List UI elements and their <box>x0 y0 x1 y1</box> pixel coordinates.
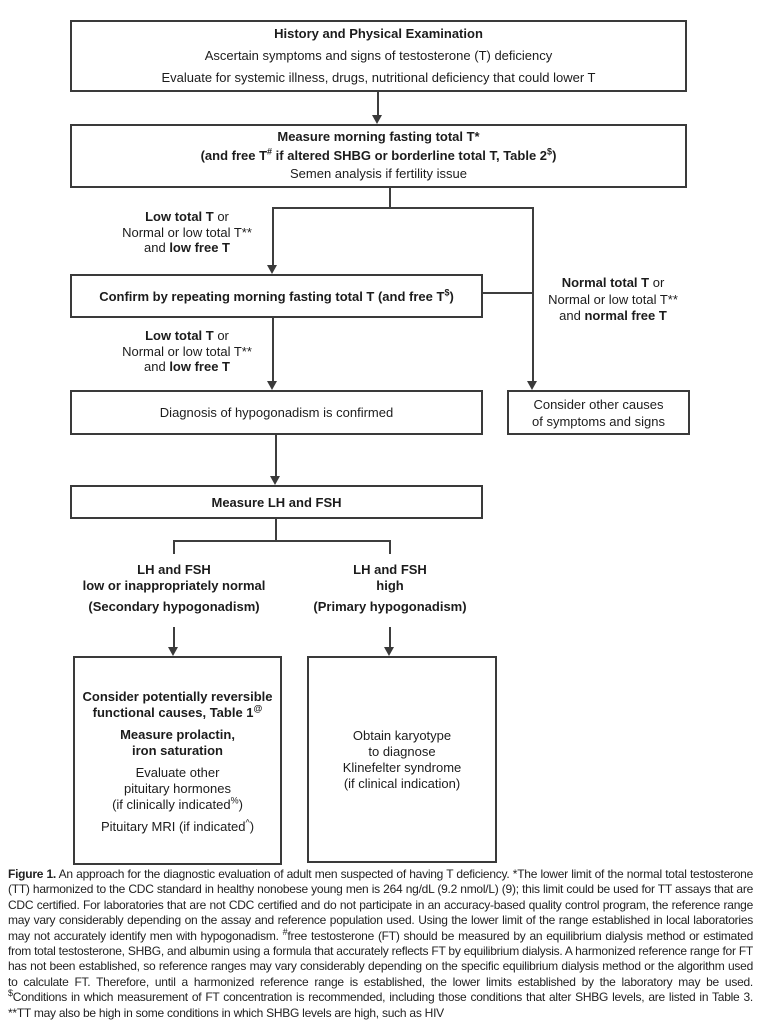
label-line: Normal total T or <box>561 275 665 290</box>
reversible-causes-box: Consider potentially reversible function… <box>73 656 282 865</box>
measure-total-t-box: Measure morning fasting total T* (and fr… <box>70 124 687 188</box>
diagnosis-confirmed-box: Diagnosis of hypogonadism is confirmed <box>70 390 483 435</box>
connector-line <box>389 627 391 649</box>
connector-line <box>377 92 379 116</box>
figure-caption: Figure 1. An approach for the diagnostic… <box>8 867 754 1020</box>
connector-line <box>483 292 533 294</box>
primary-hypogonadism-label: LH and FSH high (Primary hypogonadism) <box>272 562 508 615</box>
connector-line <box>173 540 175 554</box>
measure-lh-fsh-box: Measure LH and FSH <box>70 485 483 519</box>
connector-line <box>275 435 277 477</box>
label-line: Low total T or <box>145 328 229 343</box>
confirm-repeat-box: Confirm by repeating morning fasting tot… <box>70 274 483 318</box>
connector-line <box>272 207 274 266</box>
arrow-down-icon <box>267 265 277 274</box>
arrow-down-icon <box>372 115 382 124</box>
karyotype-box: Obtain karyotype to diagnose Klinefelter… <box>307 656 497 863</box>
arrow-down-icon <box>384 647 394 656</box>
label-line: LH and FSH <box>353 562 427 577</box>
box-line: Obtain karyotype <box>352 727 452 743</box>
label-line: Normal or low total T** <box>122 343 252 359</box>
box-paragraph: Pituitary MRI (if indicated^) <box>100 817 255 834</box>
connector-line <box>173 540 391 542</box>
arrow-down-icon <box>168 647 178 656</box>
connector-line <box>272 207 534 209</box>
box-title: Confirm by repeating morning fasting tot… <box>99 287 454 304</box>
arrow-down-icon <box>270 476 280 485</box>
figure-label: Figure 1. <box>8 867 57 881</box>
history-physical-exam-box: History and Physical Examination Ascerta… <box>70 20 687 92</box>
low-t-label-1: Low total T or Normal or low total T** a… <box>62 209 312 256</box>
box-title: Measure LH and FSH <box>211 494 342 510</box>
connector-line <box>275 519 277 542</box>
arrow-down-icon <box>527 381 537 390</box>
box-paragraph: Measure prolactin, iron saturation <box>120 727 235 758</box>
arrow-down-icon <box>267 381 277 390</box>
secondary-hypogonadism-label: LH and FSH low or inappropriately normal… <box>54 562 294 615</box>
box-paragraph: Consider potentially reversible function… <box>82 689 273 720</box>
label-line: (Primary hypogonadism) <box>313 599 467 614</box>
box-line: (if clinical indication) <box>343 775 461 791</box>
box-line: of symptoms and signs <box>532 413 665 429</box>
box-line: Consider other causes <box>533 396 664 412</box>
label-line: Normal or low total T** <box>122 224 252 240</box>
box-line: Evaluate for systemic illness, drugs, nu… <box>161 70 596 85</box>
label-line: high <box>376 577 404 593</box>
box-line: Klinefelter syndrome <box>342 759 462 775</box>
label-line: Low total T or <box>145 209 229 224</box>
low-t-label-2: Low total T or Normal or low total T** a… <box>62 328 312 375</box>
connector-line <box>389 540 391 554</box>
normal-t-label: Normal total T or Normal or low total T*… <box>493 275 733 325</box>
box-line: Semen analysis if fertility issue <box>289 166 467 182</box>
consider-other-causes-box: Consider other causes of symptoms and si… <box>507 390 690 435</box>
connector-line <box>389 188 391 208</box>
connector-line <box>173 627 175 649</box>
box-line: to diagnose <box>368 743 436 759</box>
label-line: low or inappropriately normal <box>82 577 266 593</box>
label-line: LH and FSH <box>137 562 211 577</box>
box-title: Diagnosis of hypogonadism is confirmed <box>159 405 394 420</box>
box-title: History and Physical Examination <box>274 26 483 41</box>
box-line: Ascertain symptoms and signs of testoste… <box>204 48 553 63</box>
label-line: (Secondary hypogonadism) <box>88 599 260 614</box>
label-line: and normal free T <box>559 308 667 323</box>
box-title: Measure morning fasting total T* <box>277 129 480 145</box>
box-paragraph: Evaluate other pituitary hormones (if cl… <box>112 765 243 812</box>
connector-line <box>532 207 534 382</box>
label-line: Normal or low total T** <box>548 291 678 307</box>
connector-line <box>272 318 274 382</box>
label-line: and low free T <box>144 240 230 255</box>
label-line: and low free T <box>144 359 230 374</box>
box-line: (and free T# if altered SHBG or borderli… <box>200 146 557 163</box>
